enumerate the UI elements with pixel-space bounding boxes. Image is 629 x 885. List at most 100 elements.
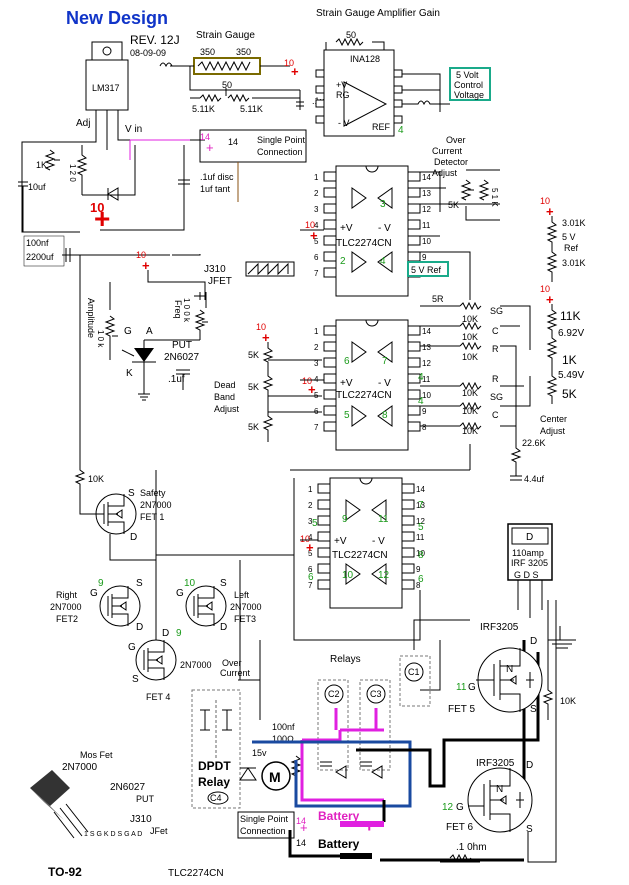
red-plus-11k: + — [546, 292, 554, 307]
pkg-6027-label: 2N6027 — [110, 782, 145, 793]
minus-v-label: - V — [338, 118, 350, 128]
fourteen-label-1: 14 — [228, 137, 238, 147]
to92-label: TO-92 — [48, 865, 82, 879]
r-511b: 5.11K — [240, 104, 263, 114]
r-10k-safety: 10K — [88, 474, 104, 484]
five-volt-label-1: 5 Volt — [456, 70, 479, 80]
center-adjust-1: Center — [540, 414, 567, 424]
chip2-pin-right-7: 8 — [422, 423, 427, 432]
dpdt-label: DPDT — [198, 759, 231, 773]
chip2-pin-left-7: 7 — [314, 423, 319, 432]
fet5-d: D — [530, 636, 537, 647]
c2-label: C2 — [328, 689, 340, 699]
c1-label: C1 — [408, 667, 420, 677]
relay-box-c1 — [399, 655, 431, 707]
fet6-green-12: 12 — [442, 802, 454, 813]
r-51k: 5 1 K — [490, 188, 499, 207]
ext-green-4b: 4 — [418, 396, 424, 407]
chip1-pin-left-3: 3 — [314, 205, 319, 214]
k-label: K — [126, 368, 133, 379]
ext-green-4a: 4 — [418, 372, 424, 383]
five-v-ref-label: 5 V Ref — [411, 265, 442, 275]
r-100ohm: 100Ω — [272, 734, 294, 744]
fet3-d: D — [220, 622, 227, 633]
chip2-vminus: - V — [378, 378, 391, 389]
pkg-jfet-label: JFet — [150, 826, 168, 836]
fet2-mosfet — [99, 585, 141, 627]
five-volt-control-box — [449, 67, 491, 101]
left-label: Left — [234, 590, 250, 600]
chip3-pin-right-3: 12 — [416, 517, 425, 526]
resistor-120-label: 1 2 0 — [68, 164, 77, 182]
fet4-label-a: 2N7000 — [180, 660, 212, 670]
r-50a: 50 — [222, 80, 232, 90]
red-plus-osc: + — [142, 258, 150, 273]
ina128-amplifier: 50 INA128 RG +V - V REF — [315, 30, 403, 137]
ina128-label: INA128 — [350, 54, 380, 64]
cap-2200uf-label: 2200uf — [26, 252, 54, 262]
r-511a: 5.11K — [192, 104, 215, 114]
chip1-pin-right-4: 11 — [422, 221, 431, 230]
bank-10k-2: 10K — [462, 332, 478, 342]
tlc2-label: TLC2274CN — [336, 390, 392, 401]
resistor-120: 1 2 0 — [68, 145, 88, 195]
cap-10uf: 10uf — [18, 181, 46, 232]
ext-green-5a: 5 — [418, 522, 424, 533]
pkg-put-label: PUT — [136, 794, 155, 804]
ext-green-8: 8 — [418, 550, 424, 561]
chip2-pin-left-2: 2 — [314, 343, 319, 352]
red-10-strain: 10 — [284, 58, 294, 68]
chip3-green-11: 11 — [378, 514, 389, 525]
battery-14: 14 — [296, 838, 306, 848]
irf-box-1: 110amp — [512, 548, 544, 558]
r-50b: 50 — [346, 30, 356, 40]
lm317-regulator: LM317 — [85, 41, 129, 120]
battery-label-1: Battery — [318, 809, 360, 823]
n6027-label: 2N6027 — [164, 352, 199, 363]
chip2-pin-left-3: 3 — [314, 359, 319, 368]
relay-coil-c1: C1 — [404, 662, 424, 682]
r-10k-amp-label: 1 0 k — [96, 330, 105, 348]
fet1-label-b: FET 1 — [140, 512, 164, 522]
red-10-big: 10 — [90, 200, 104, 215]
cap-100nf-label: 100nf — [26, 238, 49, 248]
fet6-label: FET 6 — [446, 822, 473, 833]
fet1-s: S — [128, 488, 135, 499]
motor-label: M — [269, 769, 281, 785]
fet6-n: N — [496, 784, 503, 795]
bank-c-2: C — [492, 410, 499, 420]
over-current-label-4: Adjust — [432, 168, 458, 178]
chip2-green-5: 5 — [344, 410, 350, 421]
r-11k-label: 11K — [560, 309, 580, 323]
chip3-pin-right-5: 10 — [416, 549, 425, 558]
bottom-tlc-label: TLC2274CN — [168, 868, 224, 879]
fet4-g: G — [128, 642, 136, 653]
single-point-label-1: Single Point — [257, 135, 306, 145]
single-point-connection-1 — [199, 129, 307, 163]
revision-label: REV. 12J — [130, 33, 180, 47]
bank-sg-2: SG — [490, 392, 503, 402]
put-symbol — [121, 340, 156, 372]
fet2-d: D — [136, 622, 143, 633]
freq-label: Freq — [173, 300, 183, 319]
chip1-pin-left-7: 7 — [314, 269, 319, 278]
fet6-mosfet — [467, 767, 533, 833]
bank-10k-1: 10K — [462, 314, 478, 324]
fet3-s: S — [220, 578, 227, 589]
fet4-s: S — [132, 674, 139, 685]
chip2-pin-right-1: 14 — [422, 327, 431, 336]
cap-1uf-osc: .1uf — [168, 374, 185, 385]
page-title: New Design — [66, 8, 168, 28]
chip2-vplus: +V — [340, 378, 353, 389]
connection-label-1: Connection — [257, 147, 303, 157]
ref-label-right: Ref — [564, 243, 579, 253]
red-plus-strain: + — [291, 64, 299, 79]
chip1-pin-right-5: 10 — [422, 237, 431, 246]
pkg-pins: 1 S G K D S G A D — [84, 831, 142, 838]
cap-100nf-motor: 100nf — [272, 722, 295, 732]
chip1-vplus: +V — [340, 223, 353, 234]
chip3-pin-left-3: 3 — [308, 517, 313, 526]
single-point-label-2: Single Point — [240, 814, 289, 824]
a-label: A — [146, 326, 153, 337]
